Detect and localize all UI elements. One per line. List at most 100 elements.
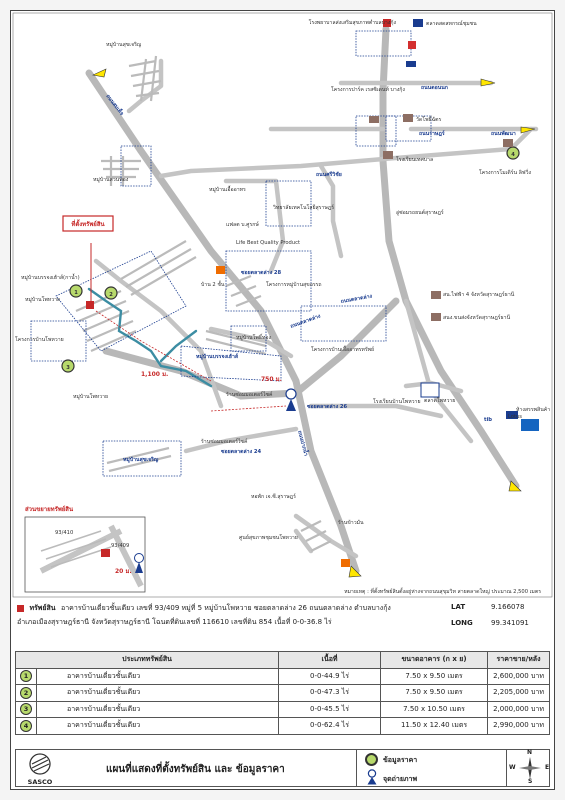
price-markers: 1 2 3 4	[61, 146, 520, 373]
elec-icon	[431, 291, 441, 299]
label-road-north-b: ถนนราษฎร์	[419, 130, 445, 137]
table-row: 1 อาคารบ้านเดี่ยวชั้นเดียว 0-0-44.9 ไร่ …	[15, 667, 550, 685]
outline-village-sj	[102, 440, 182, 477]
col-size: ขนาดอาคาร (ก x ย)	[380, 651, 489, 669]
compass-e: E	[545, 764, 550, 771]
inset-site-icon	[101, 549, 110, 557]
footer-divider-2	[506, 750, 507, 786]
label-garage: อู่ซ่อมรถยนต์สุราษฎร์	[396, 209, 444, 216]
seven-eleven-icon-2	[341, 559, 350, 567]
site-marker-icon	[86, 301, 94, 309]
row-area: 0-0-45.5 ไร่	[278, 700, 382, 718]
compass-w: W	[509, 764, 516, 771]
property-desc2: อำเภอเมืองสุราษฎร์ธานี จังหวัดสุราษฎร์ธา…	[17, 618, 332, 626]
row-price: 2,205,000 บาท	[487, 684, 550, 702]
label-road-main: ถนนตลาดล่าง	[289, 312, 322, 330]
row-number-icon: 3	[20, 703, 32, 716]
row-size: 7.50 x 10.50 เมตร	[380, 700, 489, 718]
footer-title: แผนที่แสดงที่ตั้งทรัพย์สิน และ ข้อมูลราค…	[106, 764, 285, 775]
label-market2: ตลาดโพหวาย	[424, 397, 455, 404]
footer-divider	[356, 750, 357, 786]
ford-icon	[406, 61, 416, 67]
site-box	[62, 215, 114, 232]
label-elec: สน.ไฟฟ้า 4 จังหวัดสุราษฎร์ธานี	[443, 290, 515, 298]
label-shopping: ห้างสรรพสินค้า	[516, 406, 550, 413]
marker-1-icon	[69, 284, 83, 298]
outline-proj-left	[30, 320, 87, 362]
row-number-icon: 1	[20, 670, 32, 683]
site-box-label: ที่ตั้งทรัพย์สิน	[71, 218, 105, 228]
outline-proj-blue	[300, 305, 387, 342]
inset-distance: 20 ม.	[115, 568, 132, 575]
label-proj-left: โครงการบ้านโพหวาย	[15, 336, 64, 343]
legend-photo-icon	[367, 769, 377, 785]
road-school	[308, 403, 444, 419]
market-icon	[413, 19, 423, 27]
sasco-logo-icon	[29, 753, 51, 775]
row-size: 11.50 x 12.40 เมตร	[380, 717, 489, 735]
label-village-left2: หมู่บ้านเอื้ออาทร	[209, 185, 246, 193]
outline-park	[355, 115, 397, 147]
compass-icon	[519, 757, 541, 779]
photo-point-icon	[285, 388, 297, 411]
road-end-arrows	[92, 68, 536, 578]
logo-text: SASCO	[27, 778, 53, 786]
school-icon	[383, 151, 393, 159]
svg-text:2: 2	[109, 292, 113, 298]
row-area: 0-0-44.9 ไร่	[278, 667, 382, 685]
label-center: ศูนย์สุขภาพชุมชนโพหวาย	[239, 534, 298, 541]
outline-village-top	[120, 145, 152, 187]
label-dorm: หอพัก เจ.ซี.สุราษฎร์	[251, 493, 296, 500]
label-road-upper: ถนนดอนนก	[421, 85, 448, 91]
compass-n: N	[527, 749, 533, 756]
seven-eleven-icon	[216, 266, 225, 274]
label-ban2: บ้าน 2 ชั้น	[201, 280, 225, 288]
long-label: LONG	[451, 619, 473, 627]
river-branch	[159, 329, 198, 363]
label-village-site2: หมู่บ้านโพหวาย	[25, 296, 60, 303]
table-header-row: ประเภททรัพย์สิน เนื้อที่ ขนาดอาคาร (ก x …	[14, 651, 550, 669]
property-label: ทรัพย์สิน	[29, 604, 56, 612]
legend-photo-label: จุดถ่ายภาพ	[383, 775, 418, 783]
row-type: อาคารบ้านเดี่ยวชั้นเดียว	[35, 717, 280, 735]
prov-icon	[431, 313, 441, 321]
outline-hospital	[355, 30, 412, 57]
label-hospital: โรงพยาบาลส่งเสริมสุขภาพตำบลบางกุ้ง	[309, 19, 397, 26]
legend-price-icon	[365, 753, 378, 766]
row-size: 7.50 x 9.50 เมตร	[380, 667, 489, 685]
inset-road-2	[108, 524, 144, 588]
lotus-icon	[506, 411, 518, 419]
lat-label: LAT	[451, 603, 466, 611]
label-lotus: Lotus	[508, 414, 522, 420]
col-price: ราคาขาย/หลัง	[487, 651, 550, 669]
inset-map: ส่วนขยายทรัพย์สิน 93/410 93/409 20 ม.	[24, 505, 146, 593]
label-road-main-east: ถนนตลาดล่าง	[340, 292, 373, 304]
outline-college	[265, 180, 312, 227]
row-type: อาคารบ้านเดี่ยวชั้นเดียว	[35, 684, 280, 702]
distance-line	[95, 310, 212, 382]
label-village-sj: หมู่บ้านสุขเจริญ	[123, 455, 159, 464]
marker-2-icon	[104, 286, 118, 300]
label-village-top: หมู่บ้านสุขเจริญ	[106, 41, 142, 48]
map-labels: โรงพยาบาลส่งเสริมสุขภาพตำบลบางกุ้ง ตลาดส…	[15, 19, 550, 541]
lat-value: 9.166078	[491, 603, 525, 611]
inset-photo-icon	[135, 562, 143, 573]
road-village-diag	[93, 258, 224, 409]
road-east	[379, 25, 520, 490]
map-frame	[12, 12, 553, 598]
marker-3-icon	[61, 359, 75, 373]
label-road-soi-26: ซอยตลาดล่าง 26	[307, 403, 348, 410]
property-desc1: อาคารบ้านเดี่ยวชั้นเดียว เลขที่ 93/409 ห…	[61, 604, 391, 612]
label-proj-blue: โครงการบ้านเอื้ออาทรทรัพย์	[311, 345, 374, 353]
label-school2: โรงเรียนบ้านโพหวาย	[373, 398, 421, 405]
label-shop: ร้านข้าวมัน	[338, 519, 364, 526]
label-school: โรงเรียนเทศบาล	[396, 156, 433, 163]
map-sheet: 1 2 3 4 ที่ตั้งทรัพย์สิน	[10, 10, 555, 790]
label-village-left: หมู่บ้านสวนทอง	[93, 176, 129, 183]
scale-note: หมายเหตุ : ที่ตั้งทรัพย์สินตั้งอยู่ห่างจ…	[344, 587, 541, 595]
row-area: 0-0-62.4 ไร่	[278, 717, 382, 735]
inset-title: ส่วนขยายทรัพย์สิน	[25, 505, 74, 513]
svg-text:1: 1	[74, 290, 78, 296]
label-dist-750: 750 ม.	[261, 376, 282, 383]
property-square-icon	[17, 604, 24, 612]
